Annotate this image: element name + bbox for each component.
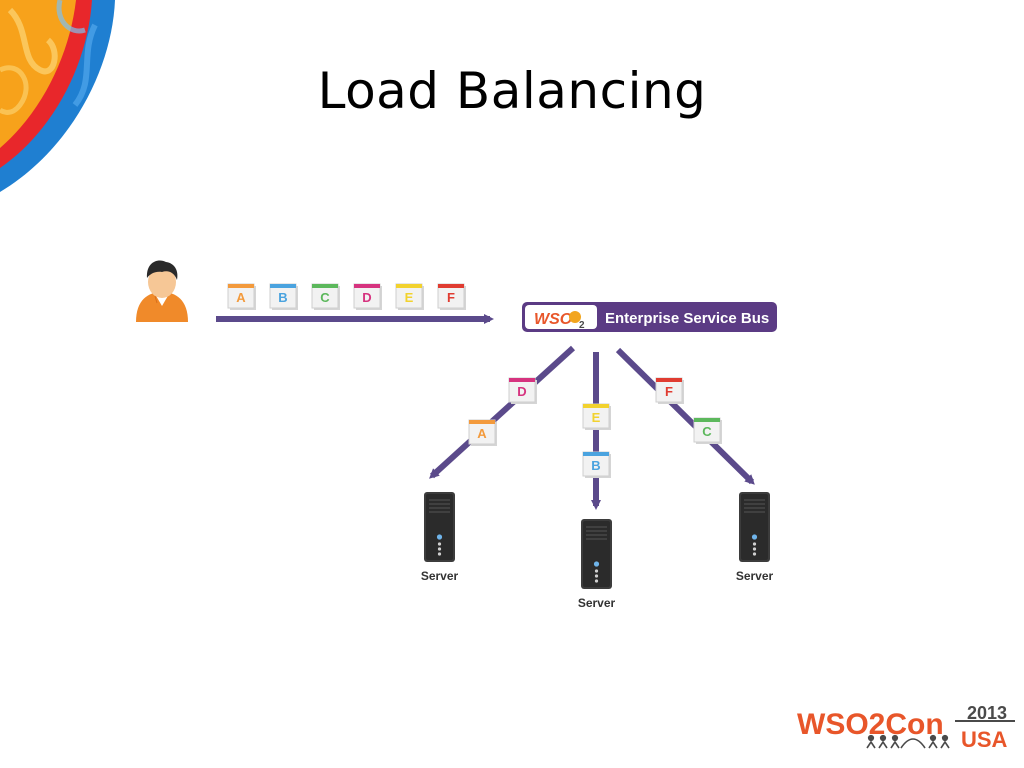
message-block-e: E [582, 403, 611, 430]
esb-banner: WSO 2 Enterprise Service Bus [522, 302, 777, 332]
message-block-d: D [508, 377, 537, 404]
server-icon [424, 492, 455, 562]
message-block-label: F [665, 384, 673, 399]
location-text: USA [961, 727, 1008, 752]
message-block-label: E [592, 410, 601, 425]
people-icon [866, 734, 950, 749]
message-block-f: F [437, 283, 466, 310]
message-block-a: A [227, 283, 256, 310]
user-avatar-icon [136, 260, 188, 322]
slide-title: Load Balancing [317, 62, 707, 120]
message-block-label: D [362, 290, 371, 305]
message-block-f: F [655, 377, 684, 404]
message-block-label: F [447, 290, 455, 305]
esb-label: Enterprise Service Bus [605, 310, 769, 327]
message-block-c: C [693, 417, 722, 444]
message-block-d: D [353, 283, 382, 310]
message-block-label: C [702, 424, 712, 439]
message-block-b: B [582, 451, 611, 478]
server-label: Server [421, 569, 459, 583]
server-label: Server [578, 596, 616, 610]
esb-logo-text: WSO [534, 311, 573, 328]
message-block-label: E [405, 290, 414, 305]
message-block-label: C [320, 290, 330, 305]
wso2con-logo: WSO2Con 2013 USA [797, 703, 1015, 752]
route-arrow-right [615, 347, 755, 485]
message-block-label: D [517, 384, 526, 399]
wso2-logo-icon: WSO 2 [534, 311, 585, 331]
message-block-c: C [311, 283, 340, 310]
message-block-label: A [236, 290, 246, 305]
corner-ornament [0, 0, 115, 192]
esb-logo-sub: 2 [579, 320, 585, 331]
message-block-a: A [468, 419, 497, 446]
server-label: Server [736, 569, 774, 583]
route-arrow-left [429, 345, 576, 479]
message-block-label: A [477, 426, 487, 441]
server-icon [739, 492, 770, 562]
year-text: 2013 [967, 703, 1007, 723]
message-block-label: B [278, 290, 287, 305]
message-block-b: B [269, 283, 298, 310]
server-icon [581, 519, 612, 589]
message-block-label: B [591, 458, 600, 473]
message-block-e: E [395, 283, 424, 310]
